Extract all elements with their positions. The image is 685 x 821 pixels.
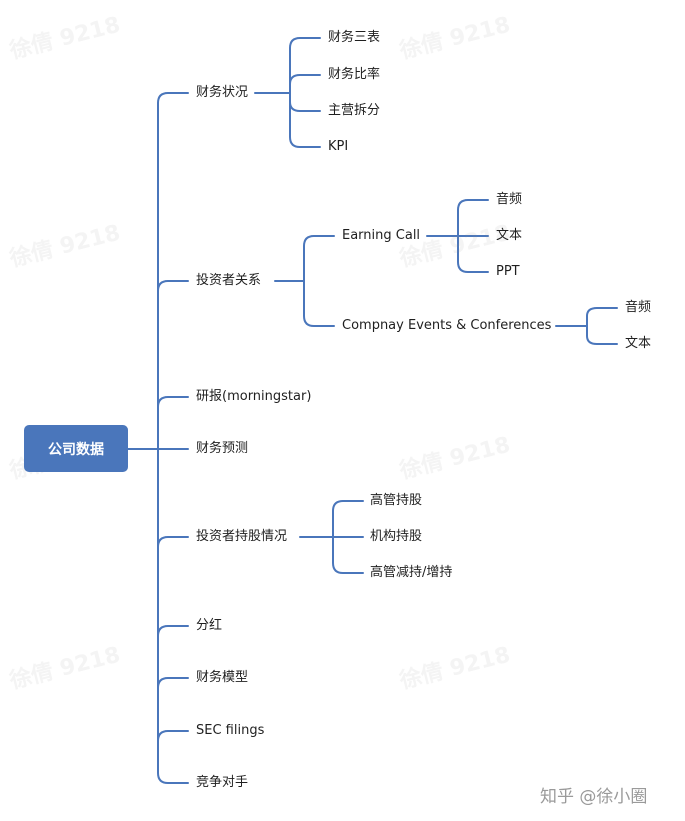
root-node[interactable]: 公司数据 (24, 425, 128, 472)
node-ev-audio[interactable]: 音频 (625, 300, 652, 315)
node-fin-statements[interactable]: 财务三表 (328, 30, 381, 45)
node-investor-relations[interactable]: 投资者关系 (196, 273, 262, 288)
node-kpi[interactable]: KPI (328, 139, 349, 154)
connector-l1-sec (157, 730, 189, 742)
node-fin-model[interactable]: 财务模型 (196, 670, 249, 685)
node-ec-transcript[interactable]: 文本 (496, 228, 523, 243)
node-forecast[interactable]: 财务预测 (196, 441, 249, 456)
connector-ev-trunk (586, 307, 618, 345)
connector-ec-trunk (457, 199, 489, 273)
node-dividend[interactable]: 分红 (196, 618, 223, 633)
author-credit: 知乎 @徐小圈 (540, 787, 648, 807)
node-ev-transcript[interactable]: 文本 (625, 336, 652, 351)
node-institutional-holdings[interactable]: 机构持股 (370, 529, 423, 544)
node-competitors[interactable]: 竞争对手 (196, 775, 249, 790)
node-insider-holdings[interactable]: 高管持股 (370, 493, 423, 508)
node-segment-breakdown[interactable]: 主营拆分 (328, 103, 381, 118)
connector-fin-3 (289, 101, 321, 112)
connector-l1-ir (157, 280, 189, 292)
connector-hold-trunk (332, 500, 364, 574)
node-ec-audio[interactable]: 音频 (496, 192, 523, 207)
node-sec-filings[interactable]: SEC filings (196, 723, 265, 738)
connector-l1-model (157, 677, 189, 689)
node-insider-trades[interactable]: 高管减持/增持 (370, 565, 453, 580)
connector-l1-holdings (157, 536, 189, 548)
connector-l1-dividend (157, 625, 189, 637)
connector-fin-trunk (289, 37, 321, 148)
node-fin-ratios[interactable]: 财务比率 (328, 67, 381, 82)
node-earning-call[interactable]: Earning Call (342, 228, 421, 243)
node-research[interactable]: 研报(morningstar) (196, 389, 312, 404)
node-holdings[interactable]: 投资者持股情况 (196, 529, 288, 544)
connector-main-trunk (157, 92, 169, 784)
connector-ir-trunk (303, 235, 335, 327)
node-ec-ppt[interactable]: PPT (496, 264, 520, 279)
connector-fin-2 (289, 74, 321, 85)
connector-l1-research (157, 396, 189, 408)
node-fin-status[interactable]: 财务状况 (196, 85, 249, 100)
node-company-events[interactable]: Compnay Events & Conferences (342, 318, 552, 333)
